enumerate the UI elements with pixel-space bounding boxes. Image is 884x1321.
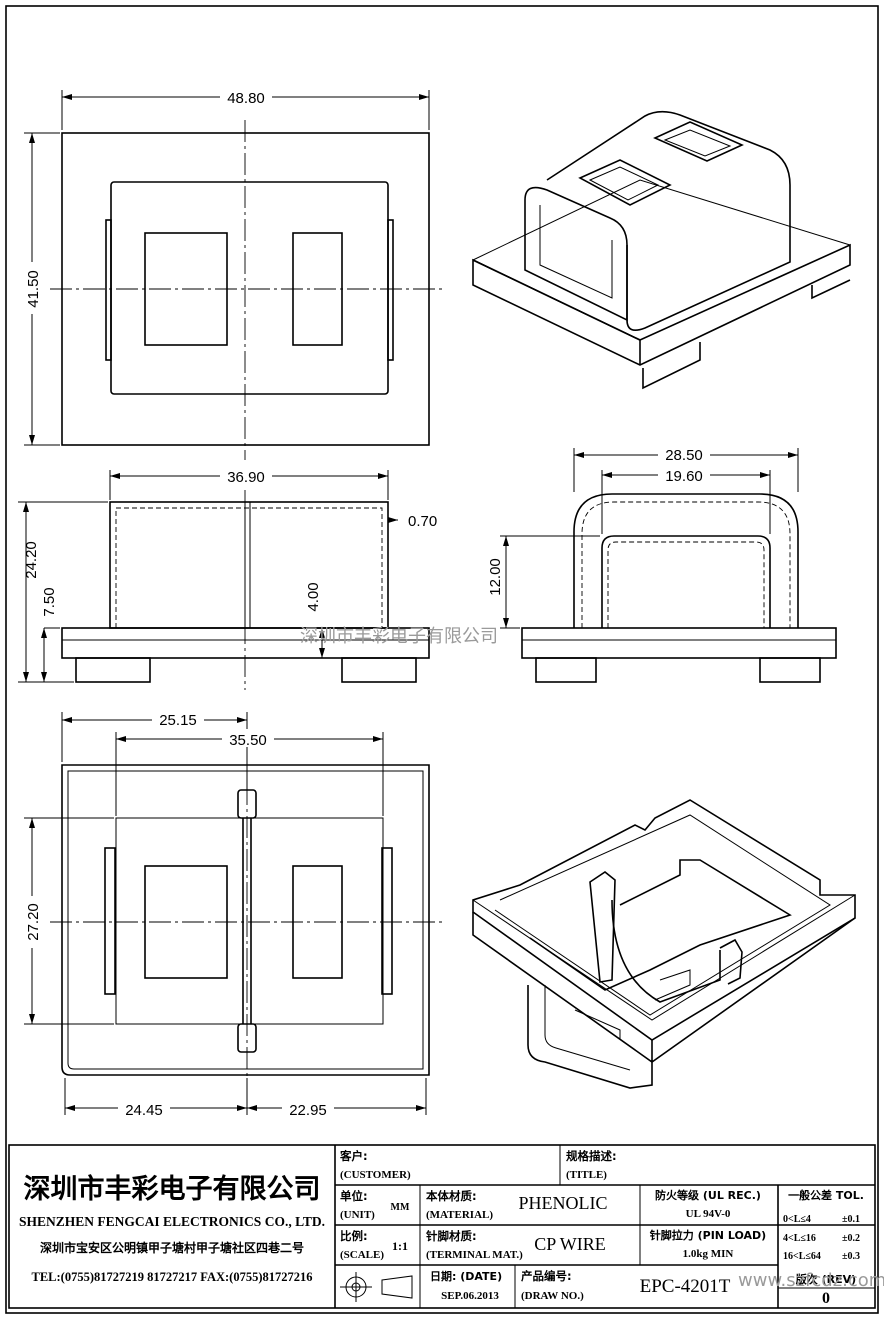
dim-bottom-height: 27.20	[25, 903, 42, 941]
top-view: 48.80 41.50	[22, 87, 445, 460]
title-label-en: (TITLE)	[566, 1169, 607, 1181]
title-label: 规格描述:	[566, 1149, 617, 1163]
projection-symbol-icon	[340, 1272, 413, 1302]
iso-bottom-view	[472, 799, 856, 1089]
dim-side-height: 12.00	[487, 558, 504, 596]
company-contact: TEL:(0755)81727219 81727217 FAX:(0755)81…	[32, 1270, 313, 1284]
unit-label: 单位:	[340, 1189, 368, 1203]
side-view: 28.50 19.60 12.00	[487, 444, 837, 683]
dim-slot-depth: 4.00	[305, 582, 322, 611]
terminal-label-en: (TERMINAL MAT.)	[426, 1249, 523, 1261]
fire-rating-label: 防火等级 (UL REC.)	[655, 1188, 761, 1202]
unit-value: MM	[391, 1202, 410, 1213]
scale-label-en: (SCALE)	[340, 1249, 384, 1261]
draw-no-label: 产品编号:	[521, 1269, 572, 1283]
title-block	[8, 1144, 876, 1309]
dim-bottom-right: 22.95	[289, 1102, 327, 1119]
material-label: 本体材质:	[426, 1189, 477, 1203]
customer-label: 客户:	[339, 1149, 368, 1163]
rev-value: 0	[822, 1290, 830, 1307]
dim-base-height: 7.50	[41, 587, 58, 616]
dim-bottom-left: 24.45	[125, 1102, 163, 1119]
site-watermark: www.szfcdz.com	[738, 1270, 884, 1291]
iso-top-view	[472, 110, 851, 390]
dim-bottom-left-offset: 25.15	[159, 712, 197, 729]
tol-range-2: 4<L≤16	[783, 1233, 816, 1244]
material-label-en: (MATERIAL)	[426, 1209, 493, 1221]
customer-label-en: (CUSTOMER)	[340, 1169, 411, 1181]
tol-value-2: ±0.2	[842, 1233, 860, 1244]
tol-range-1: 0<L≤4	[783, 1214, 811, 1225]
unit-label-en: (UNIT)	[340, 1209, 375, 1221]
watermark-text: 深圳市丰彩电子有限公司	[300, 626, 498, 647]
scale-value: 1:1	[392, 1239, 408, 1253]
fire-rating-value: UL 94V-0	[686, 1208, 731, 1220]
tol-range-3: 16<L≤64	[783, 1251, 821, 1262]
pin-load-value: 1.0kg MIN	[683, 1248, 734, 1260]
sheet-border	[5, 5, 879, 1314]
dim-front-height: 24.20	[23, 541, 40, 579]
pin-load-label: 针脚拉力 (PIN LOAD)	[650, 1228, 766, 1242]
terminal-value: CP WIRE	[534, 1234, 606, 1254]
dim-side-inner: 19.60	[665, 468, 703, 485]
bottom-view: 25.15 35.50 27.20 24.45 22.95	[22, 710, 445, 1119]
dim-bottom-width: 35.50	[229, 732, 267, 749]
dim-side-outer: 28.50	[665, 447, 703, 464]
draw-no-label-en: (DRAW NO.)	[521, 1290, 584, 1302]
dim-wall: 0.70	[408, 513, 437, 530]
front-view: 36.90 0.70 24.20 7.50 4.00	[18, 466, 437, 690]
draw-no-value: EPC-4201T	[640, 1276, 731, 1297]
company-address: 深圳市宝安区公明镇甲子塘村甲子塘社区四巷二号	[40, 1240, 304, 1255]
terminal-label: 针脚材质:	[426, 1229, 477, 1243]
rev-label: 版次 (REV)	[796, 1272, 856, 1286]
tol-value-3: ±0.3	[842, 1251, 860, 1262]
date-label: 日期: (DATE)	[430, 1269, 502, 1283]
material-value: PHENOLIC	[519, 1193, 608, 1213]
scale-label: 比例:	[340, 1229, 368, 1243]
company-name-cn: 深圳市丰彩电子有限公司	[24, 1173, 321, 1205]
dim-front-width: 36.90	[227, 469, 265, 486]
tol-value-1: ±0.1	[842, 1214, 860, 1225]
date-value: SEP.06.2013	[441, 1290, 499, 1302]
dim-top-width: 48.80	[227, 90, 265, 107]
company-name-en: SHENZHEN FENGCAI ELECTRONICS CO., LTD.	[19, 1214, 325, 1229]
tolerance-label: 一般公差 TOL.	[788, 1188, 864, 1202]
dim-top-height: 41.50	[25, 270, 42, 308]
